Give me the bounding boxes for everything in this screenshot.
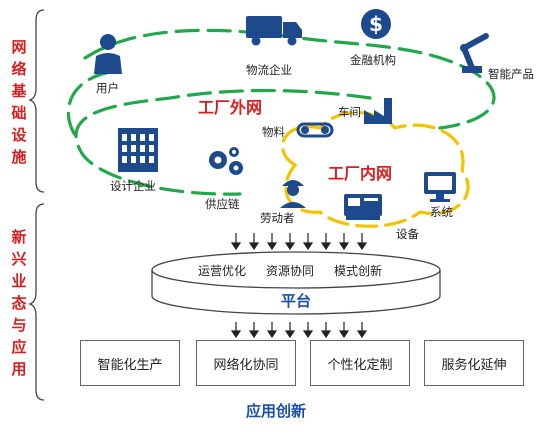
outer-network-title: 工厂外网 [198, 98, 263, 117]
app-box-smart-production: 智能化生产 [80, 340, 180, 386]
platform-item-model: 模式创新 [334, 264, 383, 278]
user-label: 用户 [96, 81, 119, 95]
app-label: 网络化协同 [213, 357, 279, 373]
app-box-network-collaboration: 网络化协同 [196, 340, 296, 386]
side-char: 施 [11, 148, 27, 166]
side-char: 网 [11, 38, 27, 56]
supply-chain-label: 供应链 [205, 197, 240, 211]
machine-icon [344, 194, 382, 220]
truck-icon [246, 16, 302, 46]
side-label-infrastructure: 网 络 基 础 设 施 [6, 36, 32, 168]
platform-item-operation: 运营优化 [198, 264, 247, 278]
app-box-service-extension: 服务化延伸 [424, 340, 524, 386]
arrows-to-apps [230, 322, 368, 339]
conveyor-icon [296, 122, 334, 138]
side-char: 新 [11, 228, 27, 246]
side-label-applications: 新 兴 业 态 与 应 用 [6, 226, 32, 380]
side-char: 用 [11, 360, 27, 378]
footer-title: 应用创新 [245, 402, 306, 420]
user-icon [94, 34, 122, 74]
side-char: 络 [11, 60, 27, 78]
top-brace [27, 9, 45, 193]
gears-icon [209, 147, 243, 175]
outer-network-loop-left [66, 70, 112, 137]
inner-network-title: 工厂内网 [328, 164, 393, 183]
app-label: 服务化延伸 [441, 357, 507, 373]
side-char: 态 [11, 294, 27, 312]
finance-label: 金融机构 [350, 53, 396, 67]
side-char: 与 [11, 316, 27, 334]
factory-icon [364, 98, 392, 124]
side-char: 基 [11, 82, 27, 100]
arrows-to-platform [230, 233, 368, 251]
worker-label: 劳动者 [260, 211, 295, 225]
design-label: 设计企业 [110, 179, 156, 193]
workshop-label: 车间 [338, 105, 361, 119]
worker-icon [280, 180, 306, 208]
logistics-label: 物流企业 [246, 63, 292, 77]
svg-text:$: $ [369, 12, 383, 36]
side-char: 设 [11, 126, 27, 144]
platform-item-resource: 资源协同 [266, 264, 315, 278]
side-char: 础 [11, 104, 27, 122]
side-char: 业 [11, 272, 27, 290]
side-char: 兴 [11, 250, 27, 268]
building-icon [118, 128, 158, 172]
inner-network-loop [281, 111, 470, 228]
equipment-label: 设备 [396, 227, 419, 241]
platform-title: 平台 [281, 292, 312, 310]
smart-product-label: 智能产品 [488, 67, 534, 81]
system-label: 系统 [430, 205, 453, 219]
material-label: 物料 [262, 125, 285, 139]
robot-arm-icon [460, 33, 489, 73]
bottom-brace [27, 203, 45, 401]
app-label: 个性化定制 [327, 357, 393, 373]
dollar-icon: $ [361, 9, 391, 39]
app-label: 智能化生产 [97, 357, 163, 373]
side-char: 应 [11, 338, 27, 356]
app-box-personalized-customization: 个性化定制 [310, 340, 410, 386]
outer-network-loop [74, 28, 496, 196]
platform-cylinder [151, 251, 441, 315]
monitor-icon [424, 172, 456, 202]
